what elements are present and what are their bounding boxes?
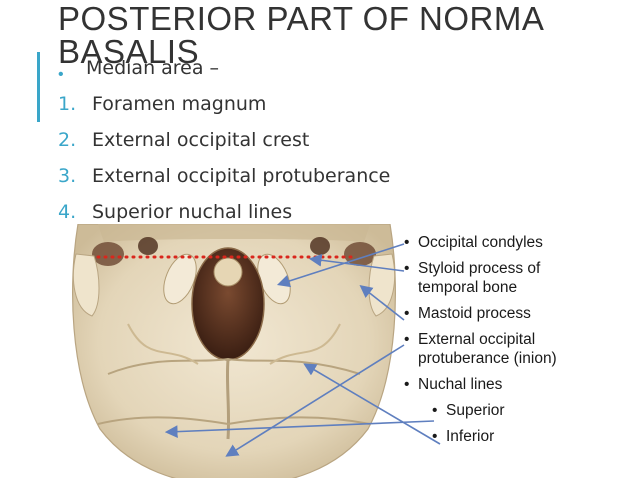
skull-illustration [68, 224, 400, 478]
slide-title: POSTERIOR PART OF NORMA BASALIS [58, 2, 628, 68]
list-item: 1. Foramen magnum [58, 93, 390, 129]
label-styloid-cont: temporal bone [418, 279, 518, 296]
accent-bar [37, 52, 40, 122]
bullet-icon: • [58, 66, 64, 83]
list-text: External occipital protuberance [92, 165, 391, 187]
list-item: 2. External occipital crest [58, 129, 390, 165]
list-text: Superior nuchal lines [92, 201, 293, 223]
label-protuberance: protuberance (inion) [418, 350, 557, 367]
list-text: Foramen magnum [92, 93, 267, 115]
median-area-label: Median area – [86, 57, 220, 79]
label-nuchal-lines: •Nuchal lines [404, 376, 503, 393]
label-styloid: •Styloid process of [404, 260, 541, 277]
label-mastoid: •Mastoid process [404, 305, 531, 322]
list-number: 3. [58, 165, 77, 187]
list-number: 1. [58, 93, 77, 115]
structure-list: 1. Foramen magnum 2. External occipital cr… [58, 93, 390, 237]
label-inferior: •Inferior [432, 428, 495, 445]
list-text: External occipital crest [92, 129, 310, 151]
title-line-2: BASALIS [58, 33, 200, 70]
list-item: 4. Superior nuchal lines [58, 201, 390, 237]
title-line-1: POSTERIOR PART OF NORMA [58, 0, 545, 37]
list-number: 4. [58, 201, 77, 223]
label-external-occipital: •External occipital [404, 331, 536, 348]
list-number: 2. [58, 129, 77, 151]
label-superior: •Superior [432, 402, 505, 419]
list-item: 3. External occipital protuberance [58, 165, 390, 201]
label-occipital-condyles: •Occipital condyles [404, 234, 543, 251]
figure-labels: •Occipital condyles •Styloid process of … [404, 233, 557, 446]
